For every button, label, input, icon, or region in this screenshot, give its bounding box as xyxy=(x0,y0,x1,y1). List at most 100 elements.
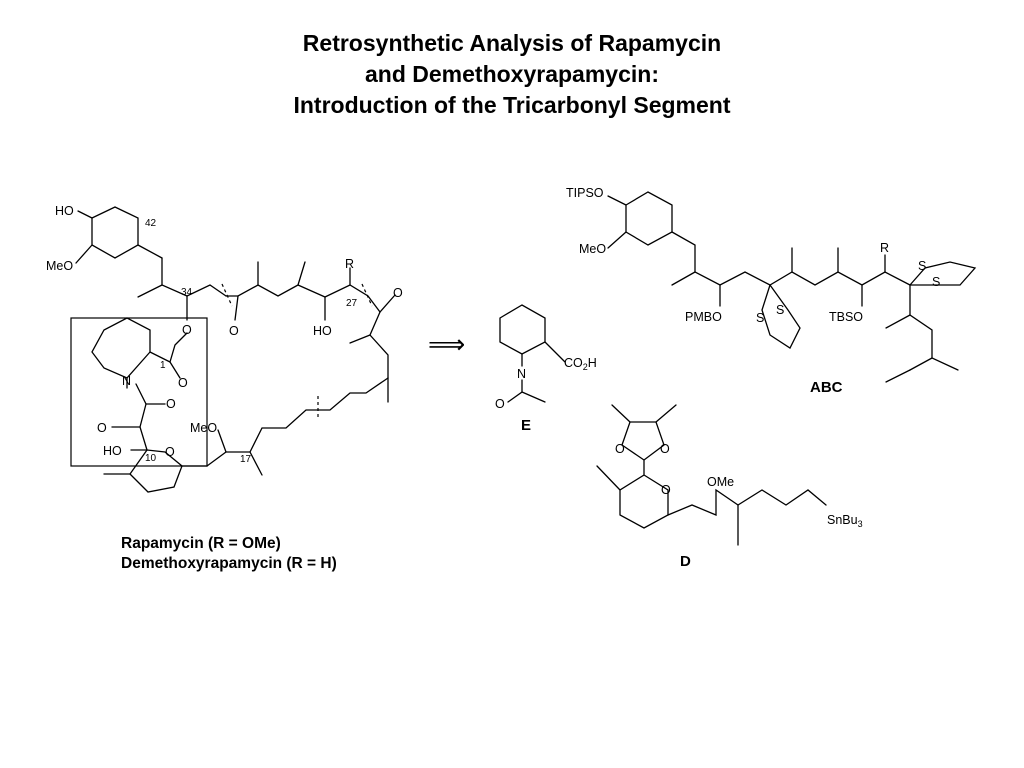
d-methyl-1 xyxy=(611,404,631,423)
rapamycin-caption: Rapamycin (R = OMe) Demethoxyrapamycin (… xyxy=(121,534,337,574)
fragment-e-label: E xyxy=(521,417,531,434)
atom-e-n: N xyxy=(517,367,526,381)
rapamycin-structure: HO MeO O O N O O HO O MeO O HO R O 42 34… xyxy=(46,204,403,493)
d-snbu-subscript: 3 xyxy=(858,519,863,529)
atom-ho-top: HO xyxy=(55,204,74,218)
atom-keto-o: O xyxy=(97,421,107,435)
atom-amide-o: O xyxy=(166,397,176,411)
atom-ho-27: HO xyxy=(313,324,332,338)
c26-ketone-bond xyxy=(379,294,396,313)
side-chain-bond xyxy=(137,244,163,259)
position-10: 10 xyxy=(145,453,157,464)
e-acid-bond xyxy=(544,341,566,363)
d-snbu: SnBu xyxy=(827,513,858,527)
atom-d-snbu3: SnBu3 xyxy=(827,513,863,529)
atom-meo-top: MeO xyxy=(46,259,73,273)
abc-alkyne-end xyxy=(885,369,911,383)
methyl-bond xyxy=(137,284,163,298)
fragment-abc-structure: TIPSO MeO PMBO S S TBSO R S S ABC xyxy=(566,186,977,396)
tricarbonyl-bonds xyxy=(135,383,148,451)
retrosynthesis-arrow: ⟹ xyxy=(428,329,465,359)
abc-dithiane-1 xyxy=(761,284,801,349)
abc-methyl4-bond xyxy=(885,314,911,329)
atom-ring-o: O xyxy=(165,445,175,459)
ho-bond xyxy=(77,210,93,219)
macrocycle-top xyxy=(225,261,306,297)
e-acetyl-methyl-bond xyxy=(521,391,546,403)
atom-lactol-ho: HO xyxy=(103,444,122,458)
e-co2h-h: H xyxy=(588,356,597,370)
atom-e-co2h: CO2H xyxy=(564,356,597,372)
atom-abc-meo: MeO xyxy=(579,242,606,256)
atom-d-o1: O xyxy=(615,442,625,456)
pipecolate-bond xyxy=(149,351,171,363)
fragment-abc-label: ABC xyxy=(810,379,843,396)
abc-dithiane-2 xyxy=(909,261,977,286)
d-side-chain xyxy=(667,488,827,516)
atom-ester-o: O xyxy=(182,323,192,337)
e-co2h-subscript: 2 xyxy=(583,362,588,372)
fragment-d-structure: O O O OMe SnBu3 D xyxy=(596,404,863,570)
caption-line-1: Rapamycin (R = OMe) xyxy=(121,535,281,552)
atom-d-o3: O xyxy=(661,483,671,497)
atom-n: N xyxy=(122,374,131,388)
atom-e-o: O xyxy=(495,397,505,411)
e-acetyl-bonds xyxy=(507,379,523,403)
position-17: 17 xyxy=(240,454,252,465)
c24-methyl-bond xyxy=(349,334,371,344)
atom-abc-r: R xyxy=(880,241,889,255)
title-line-1: Retrosynthetic Analysis of Rapamycin xyxy=(302,30,722,56)
abc-methyl-bond xyxy=(671,271,696,286)
position-27: 27 xyxy=(346,298,358,309)
c17-methyl-bond xyxy=(249,451,263,476)
caption-line-2: Demethoxyrapamycin (R = H) xyxy=(121,555,337,572)
c34-chain xyxy=(161,257,227,297)
e-co2h-co: CO xyxy=(564,356,583,370)
atom-abc-s4: S xyxy=(932,275,940,289)
atom-abc-tipso: TIPSO xyxy=(566,186,604,200)
ester-bonds xyxy=(169,332,188,379)
title-line-2: and Demethoxyrapamycin: xyxy=(365,61,659,87)
atom-right-o: O xyxy=(393,286,403,300)
d-dioxolane-bonds xyxy=(621,421,665,461)
e-piperidine-bonds xyxy=(499,304,546,355)
atom-ketone-o: O xyxy=(229,324,239,338)
macrocycle-bottom xyxy=(206,377,389,467)
abc-cyclohexane-bonds xyxy=(625,191,673,246)
atom-abc-s3: S xyxy=(918,259,926,273)
atom-abc-tbso: TBSO xyxy=(829,310,863,324)
atom-abc-s2: S xyxy=(776,303,784,317)
abc-alkyne-bond xyxy=(909,357,933,371)
atom-abc-s1: S xyxy=(756,311,764,325)
slide-title: Retrosynthetic Analysis of Rapamycin and… xyxy=(0,28,1024,121)
d-pyran-bonds xyxy=(619,459,669,529)
position-1: 1 xyxy=(160,360,166,371)
disconnection-mark xyxy=(221,283,233,307)
title-line-3: Introduction of the Tricarbonyl Segment xyxy=(293,92,731,118)
atom-abc-pmbo: PMBO xyxy=(685,310,722,324)
atom-d-ome: OMe xyxy=(707,475,734,489)
abc-tail xyxy=(909,284,959,371)
abc-main-chain xyxy=(671,231,911,286)
c28-chain xyxy=(297,284,381,313)
fragment-d-label: D xyxy=(680,553,691,570)
abc-meo-bond xyxy=(607,231,627,249)
d-methyl-3 xyxy=(596,465,621,491)
position-34: 34 xyxy=(181,287,193,298)
abc-tipso-bond xyxy=(607,195,627,206)
atom-ester-carbonyl-o: O xyxy=(178,376,188,390)
d-methyl-2 xyxy=(655,404,677,423)
meo-bond xyxy=(75,244,93,264)
piperidine-bonds xyxy=(91,317,151,379)
atom-meo-mid: MeO xyxy=(190,421,217,435)
disconnection-mark xyxy=(361,283,373,307)
position-42: 42 xyxy=(145,218,157,229)
c32-ketone-bond xyxy=(234,295,239,321)
cyclohexane-bonds xyxy=(91,206,139,259)
macrocycle-right xyxy=(369,311,389,379)
fragment-e-structure: N CO2H O E xyxy=(495,304,597,434)
c16-ome-bond xyxy=(217,429,227,453)
atom-r: R xyxy=(345,257,354,271)
atom-d-o2: O xyxy=(660,442,670,456)
